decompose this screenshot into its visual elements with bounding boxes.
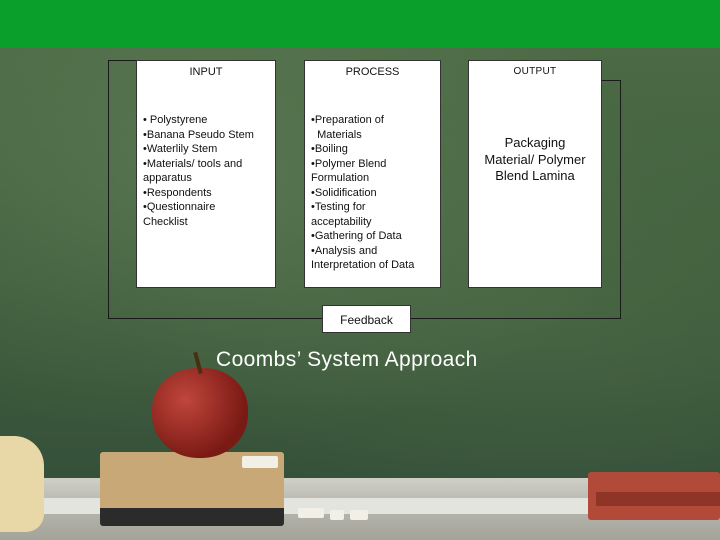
process-list: •Preparation of Materials •Boiling •Poly… [311, 113, 414, 273]
process-item: •Solidification [311, 186, 377, 199]
feedback-line-bottom-right [411, 318, 620, 319]
process-item: Formulation [311, 172, 370, 184]
process-item: acceptability [311, 215, 372, 228]
process-item: Interpretation of Data [311, 259, 415, 271]
process-title: PROCESS [345, 66, 400, 78]
apple-image [152, 368, 248, 458]
process-item: •Testing for [311, 201, 366, 213]
input-item: •Waterlily Stem [143, 143, 218, 155]
feedback-label: Feedback [340, 313, 393, 327]
process-item: Materials [311, 128, 362, 141]
input-item: •Questionnaire [143, 201, 216, 213]
input-item: •Materials/ tools and [143, 157, 243, 170]
output-line: Blend Lamina [495, 168, 575, 183]
feedback-line-right-top [602, 80, 620, 81]
output-text: Packaging Material/ Polymer Blend Lamina [473, 135, 597, 185]
input-item: •Banana Pseudo Stem [143, 128, 254, 141]
feedback-box: Feedback [322, 305, 411, 333]
process-item: •Boiling [311, 143, 348, 155]
diagram-caption: Coombs’ System Approach [216, 348, 478, 371]
input-item: apparatus [143, 172, 192, 184]
input-list: • Polystyrene •Banana Pseudo Stem •Water… [143, 113, 254, 229]
chalk-piece [330, 510, 344, 520]
process-item: •Gathering of Data [311, 230, 402, 242]
feedback-line-right-vertical [620, 80, 621, 319]
cloth-rag [0, 436, 44, 532]
input-item: • Polystyrene [143, 114, 208, 126]
feedback-line-bottom-left [108, 318, 322, 319]
process-item: •Preparation of [311, 114, 384, 126]
output-box: OUTPUT Packaging Material/ Polymer Blend… [468, 60, 602, 288]
chalk-piece [298, 508, 324, 518]
feedback-line-left-top [108, 60, 136, 61]
process-item: •Analysis and [311, 244, 378, 257]
board-eraser-felt [100, 508, 284, 526]
process-item: •Polymer Blend [311, 157, 387, 170]
input-title: INPUT [189, 66, 223, 78]
output-title: OUTPUT [513, 66, 557, 77]
red-eraser-band [596, 492, 720, 506]
top-bar [0, 0, 720, 48]
input-box: INPUT • Polystyrene •Banana Pseudo Stem … [136, 60, 276, 288]
chalk-piece [350, 510, 368, 520]
output-line: Packaging [504, 135, 566, 150]
output-line: Material/ Polymer [484, 151, 586, 167]
chalk-piece [242, 456, 278, 468]
input-item: •Respondents [143, 186, 212, 199]
feedback-line-left-vertical [108, 60, 109, 319]
input-item: Checklist [143, 215, 188, 228]
process-box: PROCESS •Preparation of Materials •Boili… [304, 60, 441, 288]
